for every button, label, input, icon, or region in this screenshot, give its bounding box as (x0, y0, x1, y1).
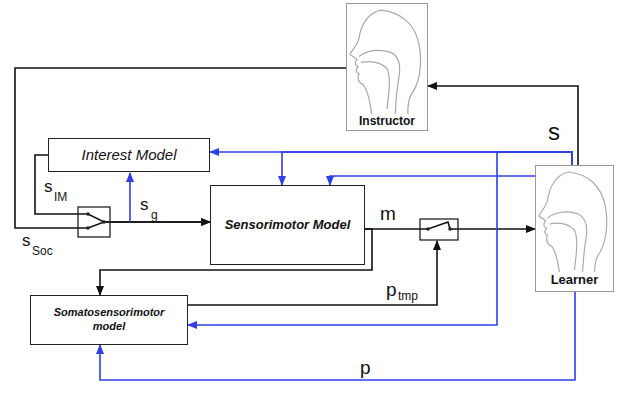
signal-name: m (380, 204, 396, 223)
learner-figure: Learner (535, 165, 614, 292)
signal-name: s (140, 196, 149, 213)
signal-name: s (548, 120, 560, 144)
process-box: Somatosensorimotor model (30, 295, 188, 345)
node-label: Somatosensorimotor model (39, 306, 179, 334)
signal-subscript: tmp (398, 290, 418, 302)
signal-name: s (22, 232, 31, 249)
selector-switch (78, 207, 110, 237)
node-label: Instructor (347, 114, 427, 129)
signal-subscript: Soc (32, 245, 53, 257)
node-label: Interest Model (81, 146, 176, 165)
signal-name: s (44, 178, 53, 195)
sg-wire (129, 173, 131, 222)
vocal-tract-drawing (347, 4, 427, 130)
signal-connector (188, 152, 572, 325)
signal-connector (428, 86, 578, 165)
process-box: Interest Model (48, 138, 210, 172)
gate-switch (420, 219, 458, 240)
node-label: Sensorimotor Model (225, 217, 351, 233)
node-label: Learner (536, 272, 613, 288)
signal-connector (330, 176, 535, 185)
signal-connector (210, 152, 572, 165)
signal-connector (282, 152, 572, 185)
signal-subscript: IM (54, 191, 67, 203)
process-box: Sensorimotor Model (210, 185, 365, 265)
signal-subscript: g (151, 209, 158, 221)
instructor-figure: Instructor (346, 3, 428, 131)
signal-name: p (386, 280, 397, 299)
signal-name: p (360, 358, 371, 377)
